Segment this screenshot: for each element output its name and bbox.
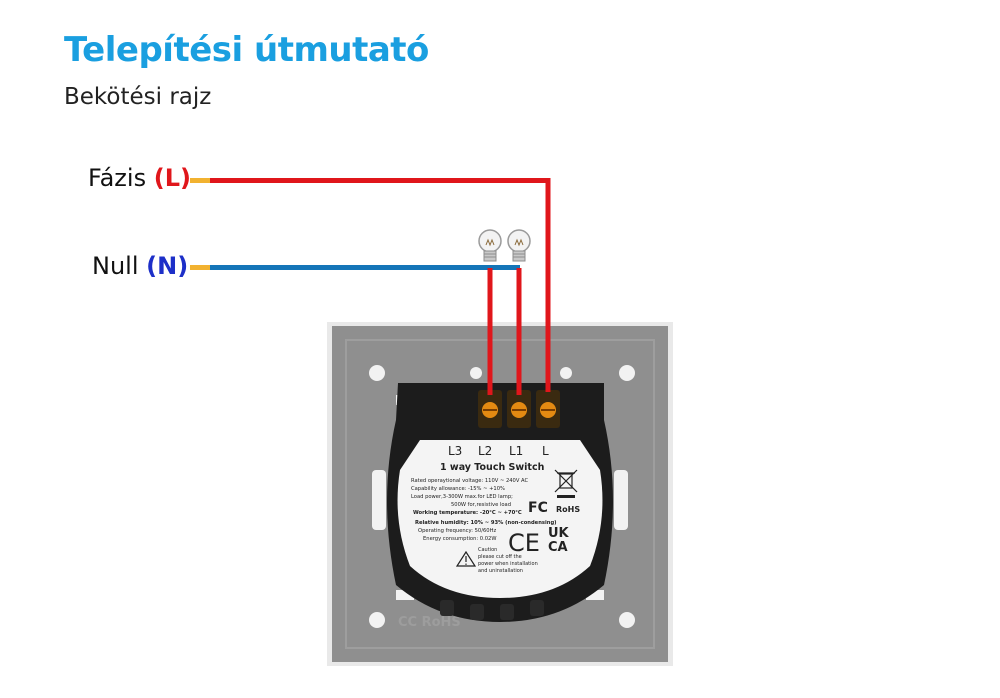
spec-line: Rated operaytional voltage: 110V ~ 240V … bbox=[411, 478, 529, 484]
page-title: Telepítési útmutató bbox=[64, 30, 429, 70]
phase-wire-code: (L) bbox=[153, 164, 191, 192]
ukca-mark-top: UK bbox=[548, 526, 570, 541]
spec-line: Energy consumption: 0.02W bbox=[423, 536, 496, 542]
light-bulb-icon bbox=[507, 229, 531, 262]
terminal-label-l2: L2 bbox=[478, 444, 492, 458]
product-name: 1 way Touch Switch bbox=[440, 462, 545, 473]
switch-module: L3 L2 L1 L 1 way Touch Switch Rated oper… bbox=[387, 383, 613, 622]
screw-hole bbox=[619, 612, 635, 628]
terminal-block bbox=[478, 390, 560, 428]
ukca-mark-bottom: CA bbox=[548, 540, 568, 555]
neutral-wire-stub bbox=[190, 265, 210, 270]
product-label bbox=[397, 440, 603, 598]
caution-line: and uninstallation bbox=[478, 568, 523, 574]
spec-line: Working temperature: -20°C ~ +70°C bbox=[413, 510, 522, 516]
page-subtitle: Bekötési rajz bbox=[64, 84, 212, 110]
caution-line: power when installation bbox=[478, 561, 538, 567]
phase-wire-stub bbox=[190, 178, 210, 183]
terminal-label-l3: L3 bbox=[448, 444, 462, 458]
terminal-label-l: L bbox=[542, 444, 549, 458]
neutral-wire-label: Null (N) bbox=[92, 252, 188, 280]
spec-line: 500W for,resistive load bbox=[451, 502, 511, 508]
fc-mark: FC bbox=[528, 500, 548, 516]
mounting-slot bbox=[372, 470, 386, 530]
spec-line: Capability allowance: -15% ~ +10% bbox=[411, 486, 505, 492]
phase-wire bbox=[210, 178, 551, 392]
phase-wire-name: Fázis bbox=[88, 164, 147, 192]
phase-wire-label: Fázis (L) bbox=[88, 164, 191, 192]
screw-hole bbox=[369, 612, 385, 628]
spec-line: Relative humidity: 10% ~ 93% (non-conden… bbox=[415, 520, 557, 526]
screw-hole bbox=[369, 365, 385, 381]
spec-line: Load power,3-300W max.for LED lamp; bbox=[411, 494, 513, 500]
caution-triangle-icon bbox=[455, 550, 477, 567]
neutral-wire-name: Null bbox=[92, 252, 139, 280]
mounting-slot bbox=[614, 470, 628, 530]
neutral-wire-code: (N) bbox=[146, 252, 189, 280]
light-bulb-icon bbox=[478, 229, 502, 262]
screw-hole bbox=[619, 365, 635, 381]
spec-line: Operating frequency: 50/60Hz bbox=[418, 528, 496, 534]
caution-line: Caution bbox=[478, 547, 497, 553]
wires bbox=[190, 178, 551, 395]
crossed-bin-icon bbox=[554, 469, 578, 498]
ce-mark: CE bbox=[508, 529, 540, 557]
rohs-mark: RoHS bbox=[556, 505, 580, 514]
terminal-label-l1: L1 bbox=[509, 444, 523, 458]
caution-line: please cut off the bbox=[478, 554, 522, 560]
embossed-marks: CC RoHS bbox=[398, 615, 461, 630]
